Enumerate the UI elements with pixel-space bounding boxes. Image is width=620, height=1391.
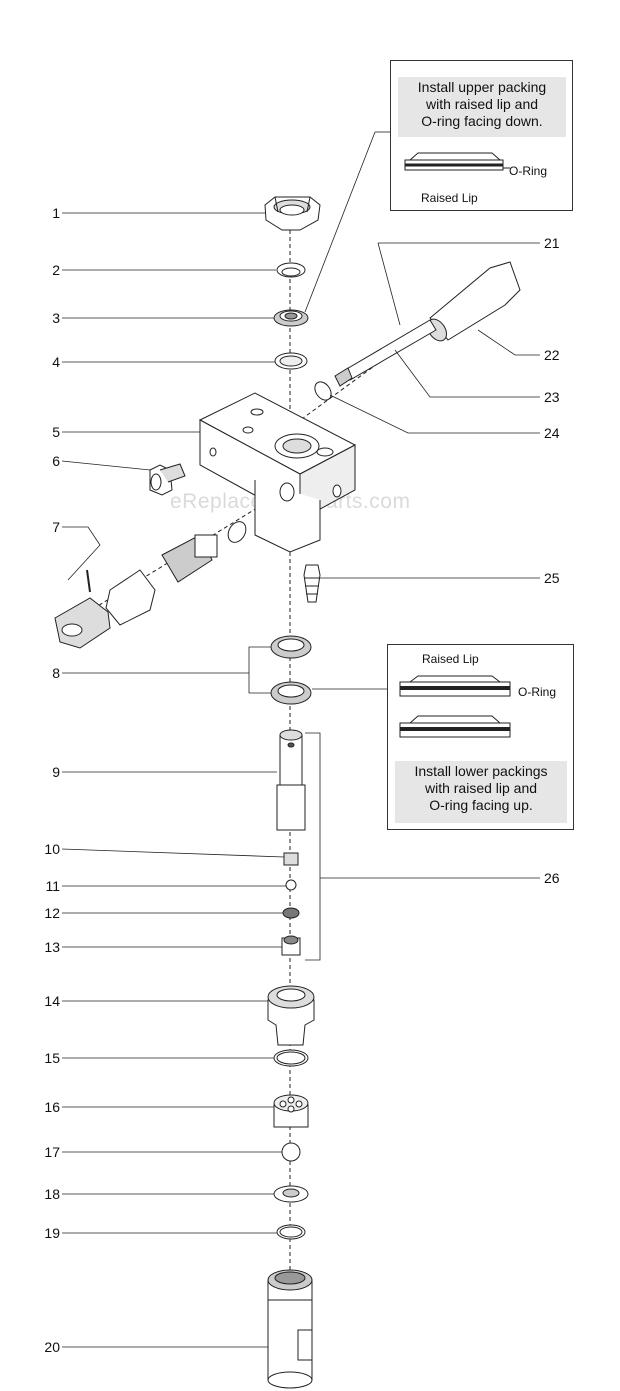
valve-o-ring — [227, 521, 247, 543]
callout-3: 3 — [52, 310, 60, 326]
callout-17: 17 — [44, 1144, 60, 1160]
callout-15: 15 — [44, 1050, 60, 1066]
lower-raised-lip-label: Raised Lip — [422, 652, 479, 666]
part-13-spacer — [281, 935, 301, 956]
leader-lines-right — [304, 131, 540, 961]
lower-note-packing-icon-1 — [399, 675, 511, 697]
part-22-handle — [426, 261, 521, 342]
lower-note-text: Install lower packings with raised lip a… — [395, 761, 567, 823]
part-6-fitting — [149, 463, 186, 496]
callout-20: 20 — [44, 1339, 60, 1355]
callout-10: 10 — [44, 841, 60, 857]
callout-18: 18 — [44, 1186, 60, 1202]
callout-7: 7 — [52, 519, 60, 535]
callout-13: 13 — [44, 939, 60, 955]
lower-o-ring-label: O-Ring — [518, 685, 557, 699]
part-11-ball — [285, 879, 297, 891]
part-12-seat — [282, 907, 300, 919]
callout-25: 25 — [544, 570, 560, 586]
part-10-nut — [283, 852, 299, 866]
callout-11: 11 — [45, 878, 60, 894]
callouts-right: 21 22 23 24 25 26 — [544, 235, 560, 886]
part-24-washer — [314, 381, 332, 401]
upper-note-packing-icon — [404, 152, 510, 171]
part-1-nut — [264, 196, 321, 231]
part-9-piston-rod — [276, 729, 306, 831]
part-2-ring — [276, 262, 306, 278]
part-8-lower-packings — [270, 635, 312, 705]
part-15-o-ring — [273, 1049, 309, 1067]
upper-o-ring-label: O-Ring — [509, 164, 548, 178]
callout-14: 14 — [44, 993, 60, 1009]
callout-1: 1 — [52, 205, 60, 221]
part-20-housing — [267, 1269, 313, 1389]
part-7-valve-assembly — [54, 534, 218, 649]
part-3-upper-packing — [273, 309, 309, 327]
callout-8: 8 — [52, 665, 60, 681]
part-5-manifold-block — [198, 392, 357, 553]
callout-16: 16 — [44, 1099, 60, 1115]
callout-26: 26 — [544, 870, 560, 886]
callout-21: 21 — [544, 235, 560, 251]
callout-5: 5 — [52, 424, 60, 440]
upper-packing-note: Install upper packing with raised lip an… — [390, 60, 573, 211]
callout-12: 12 — [44, 905, 60, 921]
callout-23: 23 — [544, 389, 560, 405]
callouts-left: 1 2 3 4 5 6 7 8 9 10 11 12 13 14 15 16 1… — [44, 205, 60, 1355]
callout-9: 9 — [52, 764, 60, 780]
part-19-o-ring — [276, 1224, 306, 1240]
part-17-ball — [281, 1142, 301, 1162]
callout-24: 24 — [544, 425, 560, 441]
part-23-rod — [334, 319, 437, 387]
part-25-fitting — [303, 564, 321, 603]
part-18-seat — [273, 1185, 309, 1203]
callout-4: 4 — [52, 354, 60, 370]
callout-19: 19 — [44, 1225, 60, 1241]
leader-lines-left — [61, 212, 286, 1348]
upper-raised-lip-label: Raised Lip — [421, 191, 478, 205]
part-14-housing — [267, 985, 315, 1046]
upper-note-text: Install upper packing with raised lip an… — [398, 77, 566, 137]
part-4-washer — [274, 352, 308, 370]
callout-6: 6 — [52, 453, 60, 469]
lower-note-packing-icon-2 — [399, 715, 511, 738]
part-16-cage — [273, 1094, 309, 1128]
callout-22: 22 — [544, 347, 560, 363]
callout-2: 2 — [52, 262, 60, 278]
